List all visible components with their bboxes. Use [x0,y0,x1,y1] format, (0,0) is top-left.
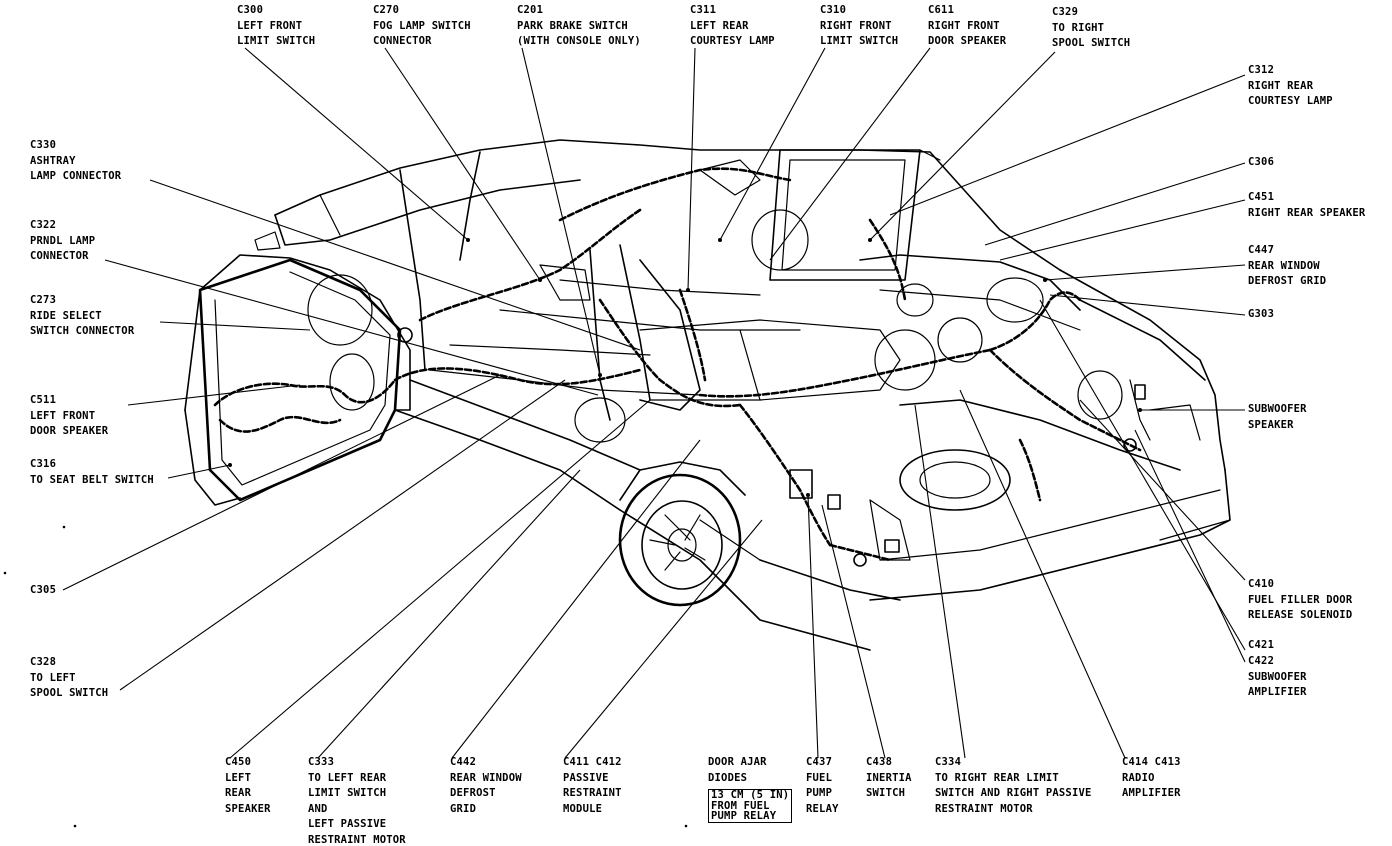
callout-c305: C305 [30,584,57,596]
car-body-outline [184,139,1231,651]
leader-lines [3,47,1246,828]
wiring-harness [213,167,1146,567]
callout-c421: C421 [1248,639,1275,651]
callout-g303: G303 [1248,308,1275,320]
callout-c306: C306 [1248,156,1275,168]
